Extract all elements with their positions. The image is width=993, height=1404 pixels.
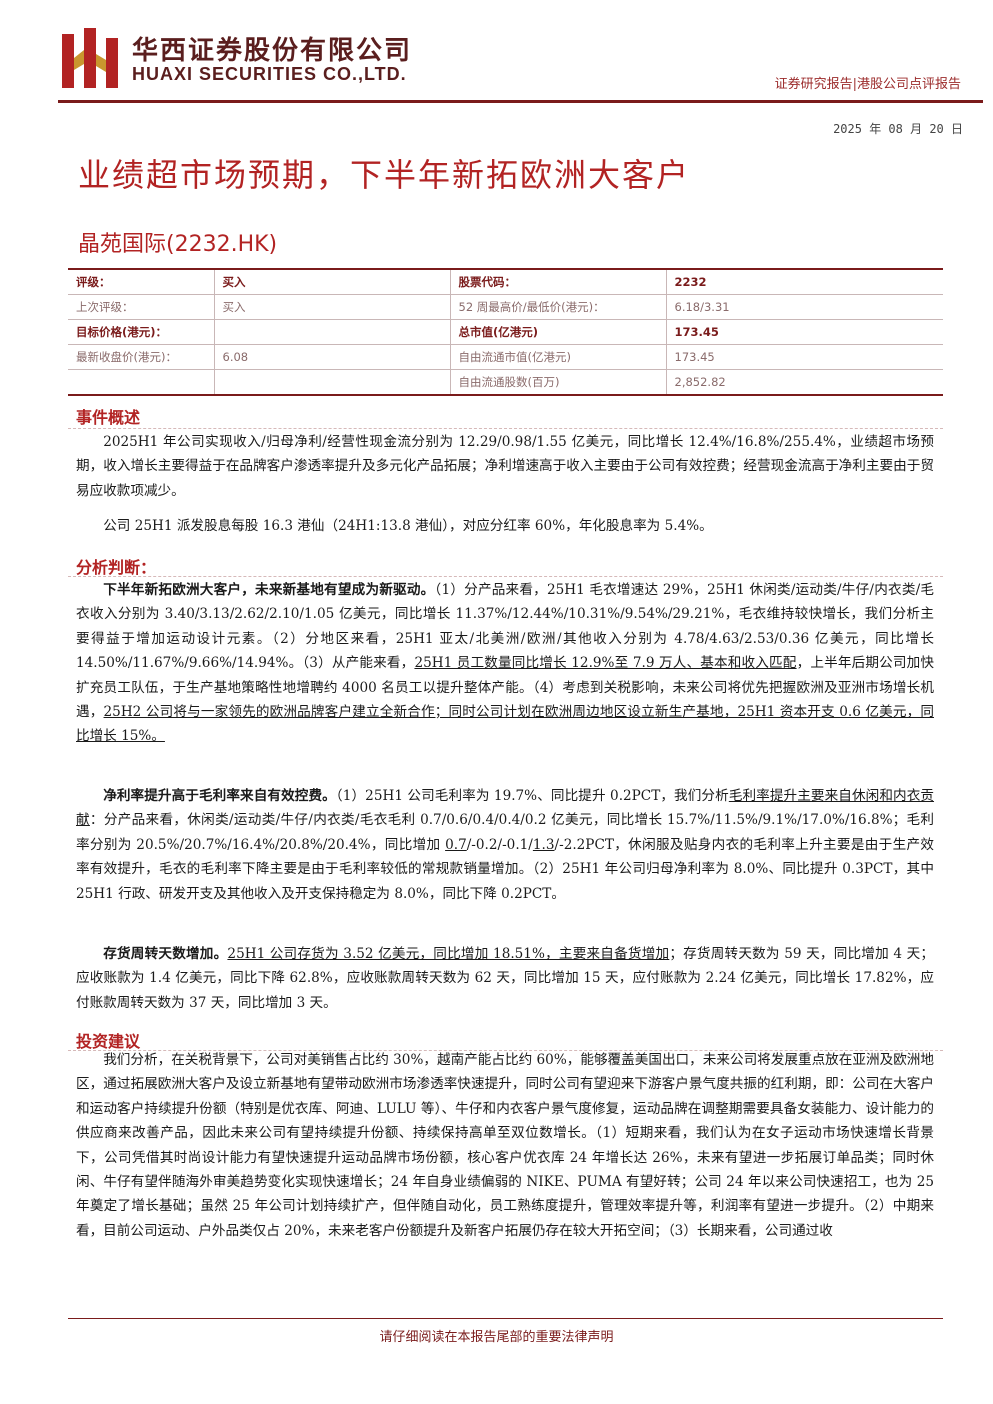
table-cell: 6.08	[214, 344, 451, 370]
analysis-paragraph-1: 下半年新拓欧洲大客户，未来新基地有望成为新驱动。（1）分产品来看，25H1 毛衣…	[76, 578, 934, 749]
footer-disclaimer: 请仔细阅读在本报告尾部的重要法律声明	[379, 1330, 614, 1345]
paragraph-text: （1）25H1 公司毛利率为 19.7%、同比提升 0.2PCT，我们分析	[335, 788, 729, 804]
table-cell: 最新收盘价(港元)：	[68, 344, 215, 370]
table-row: 自由流通股数(百万) 2,852.82	[68, 369, 943, 396]
underlined-text: 1.3	[532, 836, 555, 853]
table-cell: 173.45	[666, 344, 943, 370]
table-cell: 自由流通股数(百万)	[450, 369, 667, 396]
stock-info-table: 评级： 买入 股票代码： 2232 上次评级： 买入 52 周最高价/最低价(港…	[68, 268, 943, 396]
table-cell: 股票代码：	[450, 268, 667, 295]
invest-paragraph-1: 我们分析，在关税背景下，公司对美销售占比约 30%，越南产能占比约 60%，能够…	[76, 1052, 934, 1239]
underlined-text: 0.7	[445, 836, 467, 853]
header-divider	[58, 100, 983, 103]
paragraph-lead: 下半年新拓欧洲大客户，未来新基地有望成为新驱动。	[103, 582, 435, 598]
table-row: 上次评级： 买入 52 周最高价/最低价(港元)： 6.18/3.31	[68, 294, 943, 320]
underlined-text: 25H1 公司存货为 3.52 亿美元，同比增加 18.51%，主要来自备货增加	[227, 946, 670, 962]
report-type: 证券研究报告|港股公司点评报告	[774, 77, 961, 92]
section-heading-event: 事件概述	[76, 408, 141, 427]
table-cell	[214, 369, 451, 396]
section-heading-invest: 投资建议	[76, 1032, 141, 1051]
table-cell: 2,852.82	[666, 369, 943, 396]
brand-name-en: HUAXI SECURITIES CO.,LTD.	[132, 64, 407, 84]
table-cell: 52 周最高价/最低价(港元)：	[450, 294, 667, 320]
table-cell: 2232	[666, 268, 943, 295]
section-heading-analysis: 分析判断：	[76, 558, 157, 577]
table-cell	[68, 369, 215, 396]
section-divider	[68, 1050, 943, 1051]
table-cell: 总市值(亿港元)	[450, 319, 667, 345]
analysis-paragraph-3: 存货周转天数增加。25H1 公司存货为 3.52 亿美元，同比增加 18.51%…	[76, 942, 934, 1015]
paragraph-lead: 存货周转天数增加。	[103, 946, 228, 962]
underlined-text: 25H2 公司将与一家领先的欧洲品牌客户建立全新合作；同时公司计划在欧洲周边地区…	[76, 704, 934, 745]
table-row: 评级： 买入 股票代码： 2232	[68, 268, 943, 295]
huaxi-logo-icon	[62, 28, 118, 88]
table-cell: 上次评级：	[68, 294, 215, 320]
table-cell: 目标价格(港元)：	[68, 319, 215, 345]
paragraph-text: （1）分产品来看，25H1 毛衣增速达 29%，25H1 休闲类/运动类/牛仔/…	[76, 582, 935, 672]
footer-divider	[68, 1318, 943, 1319]
table-cell: 自由流通市值(亿港元)	[450, 344, 667, 370]
underlined-text: 毛利率提升主要来自休闲和内衣贡献	[76, 788, 935, 829]
table-cell: 173.45	[666, 319, 943, 345]
event-paragraph-1: 2025H1 年公司实现收入/归母净利/经营性现金流分别为 12.29/0.98…	[76, 434, 934, 499]
section-divider	[68, 428, 943, 429]
table-cell: 买入	[214, 268, 451, 295]
paragraph-text: ：分产品来看，休闲类/运动类/牛仔/内衣类/毛衣毛利 0.7/0.6/0.4/0…	[76, 812, 935, 853]
report-date: 2025 年 08 月 20 日	[833, 122, 963, 136]
table-cell: 买入	[214, 294, 451, 320]
table-row: 目标价格(港元)： 总市值(亿港元) 173.45	[68, 319, 943, 345]
report-title: 业绩超市场预期，下半年新拓欧洲大客户	[78, 156, 691, 194]
table-cell: 6.18/3.31	[666, 294, 943, 320]
paragraph-text: ，上半年后期公司加快扩充员工队伍，于生产基地策略性地增聘约 4000 名员工以提…	[76, 655, 935, 721]
brand-name-cn: 华西证券股份有限公司	[132, 36, 413, 66]
underlined-text: 25H1 员工数量同比增长 12.9%至 7.9 万人、基本和收入匹配	[414, 655, 797, 672]
paragraph-text: /-2.2PCT，休闲服及贴身内衣的毛利率上升主要是由于生产效率有效提升，毛衣的…	[76, 836, 934, 902]
table-cell	[214, 319, 451, 345]
table-cell: 评级：	[68, 268, 215, 295]
paragraph-text: ；存货周转天数为 59 天，同比增加 4 天；应收账款为 1.4 亿美元，同比下…	[76, 946, 935, 1011]
table-row: 最新收盘价(港元)： 6.08 自由流通市值(亿港元) 173.45	[68, 344, 943, 370]
paragraph-lead: 净利率提升高于毛利率来自有效控费。	[103, 788, 336, 804]
company-name: 晶苑国际(2232.HK)	[78, 232, 278, 257]
event-paragraph-2: 公司 25H1 派发股息每股 16.3 港仙（24H1:13.8 港仙），对应分…	[103, 518, 713, 534]
analysis-paragraph-2: 净利率提升高于毛利率来自有效控费。（1）25H1 公司毛利率为 19.7%、同比…	[76, 784, 934, 906]
paragraph-text: /-0.2/-0.1/	[466, 836, 533, 853]
section-divider	[68, 576, 943, 577]
